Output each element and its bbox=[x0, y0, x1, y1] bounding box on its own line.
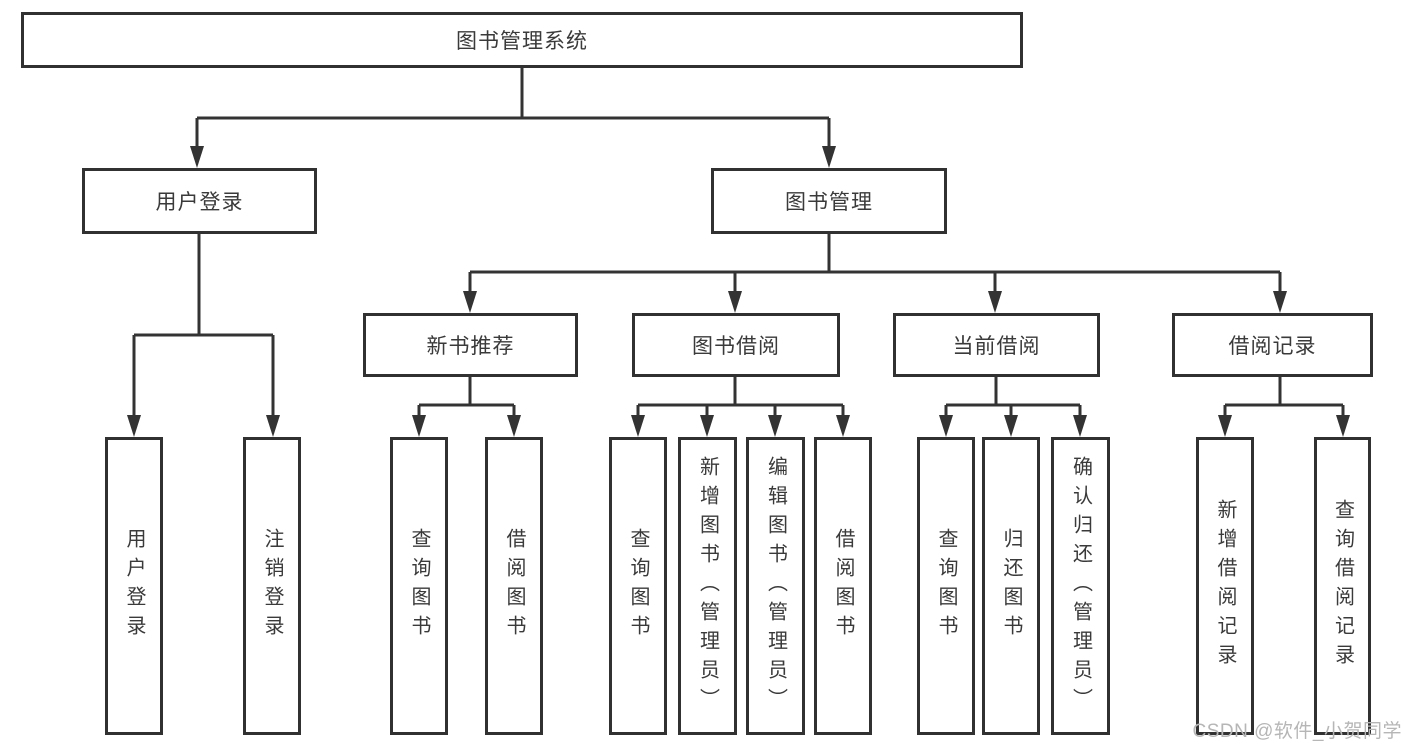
node-label: 归还图书 bbox=[1000, 528, 1022, 644]
node-label: 查询图书 bbox=[935, 528, 957, 644]
node-book-borrow: 图书借阅 bbox=[632, 313, 840, 377]
node-label: 图书管理 bbox=[785, 191, 873, 214]
node-label: 图书借阅 bbox=[692, 335, 780, 358]
node-user-login: 用户登录 bbox=[82, 168, 317, 234]
node-leaf-add-borrow-record: 新增借阅记录 bbox=[1196, 437, 1254, 735]
node-label: 新书推荐 bbox=[426, 335, 515, 358]
connector-borrowrecords-to-g5 bbox=[1218, 377, 1350, 437]
node-label: 查询图书 bbox=[627, 528, 649, 644]
connector-root-to-l2 bbox=[190, 66, 836, 168]
node-leaf-confirm-return-admin: 确认归还（管理员） bbox=[1051, 437, 1110, 735]
node-label: 查询借阅记录 bbox=[1331, 499, 1354, 673]
node-leaf-logout: 注销登录 bbox=[243, 437, 301, 735]
csdn-watermark: CSDN @软件_小贺同学 bbox=[1192, 721, 1402, 742]
connector-currentborrow-to-g4 bbox=[939, 377, 1087, 437]
node-leaf-query-books: 查询图书 bbox=[390, 437, 448, 735]
node-label: 注销登录 bbox=[261, 528, 283, 644]
connector-userlogin-to-g1 bbox=[127, 233, 280, 437]
node-new-book-recommend: 新书推荐 bbox=[363, 313, 578, 377]
node-book-management: 图书管理 bbox=[711, 168, 947, 234]
node-leaf-query-books: 查询图书 bbox=[917, 437, 975, 735]
node-leaf-query-borrow-record: 查询借阅记录 bbox=[1314, 437, 1371, 735]
node-root-label: 图书管理系统 bbox=[456, 30, 588, 53]
node-leaf-add-books-admin: 新增图书（管理员） bbox=[678, 437, 737, 735]
node-root-system: 图书管理系统 bbox=[21, 12, 1023, 68]
node-leaf-query-books: 查询图书 bbox=[609, 437, 667, 735]
node-label: 新增图书（管理员） bbox=[696, 455, 719, 717]
node-label: 借阅记录 bbox=[1228, 335, 1317, 358]
node-leaf-borrow-books: 借阅图书 bbox=[485, 437, 543, 735]
node-label: 新增借阅记录 bbox=[1214, 499, 1236, 673]
node-label: 借阅图书 bbox=[503, 528, 525, 644]
node-leaf-user-login: 用户登录 bbox=[105, 437, 163, 735]
node-leaf-return-books: 归还图书 bbox=[982, 437, 1040, 735]
node-label: 当前借阅 bbox=[952, 335, 1041, 358]
node-label: 借阅图书 bbox=[832, 528, 854, 644]
node-current-borrow: 当前借阅 bbox=[893, 313, 1100, 377]
node-leaf-edit-books-admin: 编辑图书（管理员） bbox=[746, 437, 805, 735]
node-label: 用户登录 bbox=[155, 191, 244, 214]
node-label: 用户登录 bbox=[123, 528, 145, 644]
node-leaf-borrow-books: 借阅图书 bbox=[814, 437, 872, 735]
connector-bookborrow-to-g3 bbox=[631, 377, 850, 437]
node-label: 编辑图书（管理员） bbox=[764, 455, 787, 717]
node-label: 确认归还（管理员） bbox=[1069, 455, 1092, 717]
connector-bookmgmt-to-l3 bbox=[463, 233, 1287, 313]
node-borrow-records: 借阅记录 bbox=[1172, 313, 1373, 377]
connector-newbook-to-g2 bbox=[412, 377, 521, 437]
node-label: 查询图书 bbox=[408, 528, 430, 644]
